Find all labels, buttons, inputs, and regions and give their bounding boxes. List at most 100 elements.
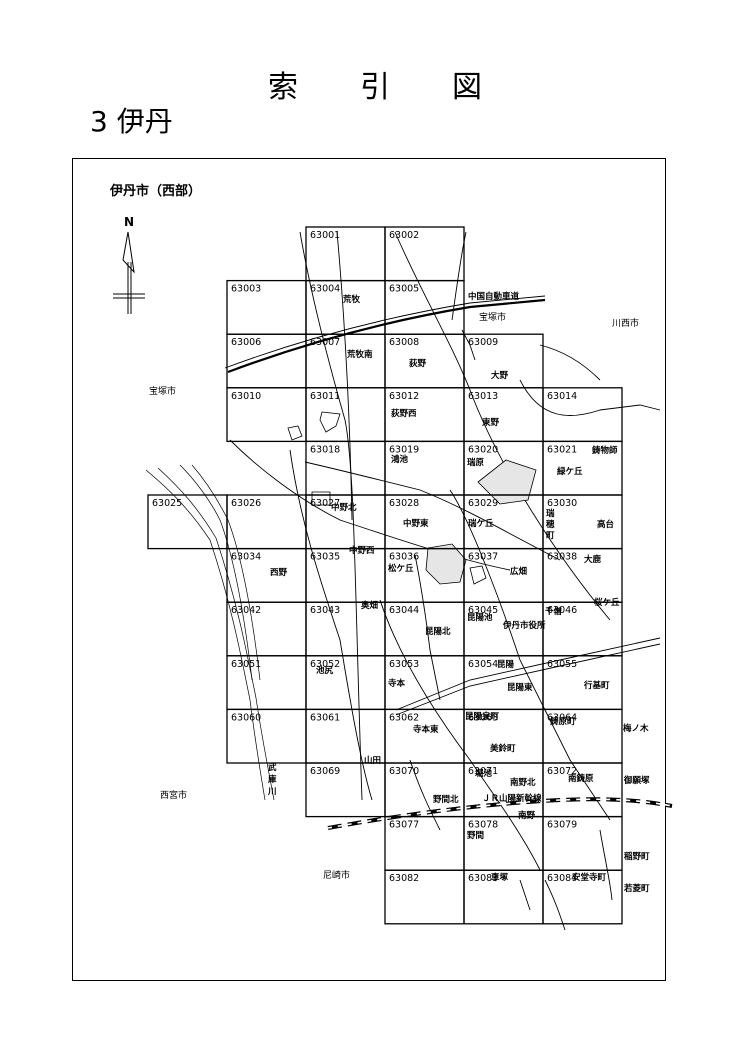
map-tile-code: 63044	[389, 605, 419, 616]
map-tile[interactable]: 63002	[384, 226, 465, 282]
place-label: 瑞ケ丘	[468, 518, 494, 529]
map-tile[interactable]: 63037	[463, 547, 544, 603]
map-tile[interactable]: 63001	[305, 226, 386, 282]
map-tile-code: 63045	[468, 605, 498, 616]
map-tile[interactable]: 63034	[226, 547, 307, 603]
map-tile[interactable]: 63078	[463, 815, 544, 871]
map-tile-code: 63008	[389, 337, 419, 348]
place-label: 高台	[597, 519, 615, 530]
map-tile[interactable]: 63052	[305, 655, 386, 711]
map-tile-code: 63030	[547, 498, 577, 509]
map-tile-code: 63003	[231, 284, 261, 295]
place-label: 伊丹市役所	[502, 620, 546, 631]
map-tile[interactable]: 63019	[384, 440, 465, 496]
place-label: 寺本東	[413, 724, 439, 735]
map-tile-code: 63007	[310, 337, 340, 348]
map-tile[interactable]: 63006	[226, 333, 307, 389]
map-tile[interactable]: 63062	[384, 708, 465, 764]
map-tile[interactable]: 63013	[463, 387, 544, 443]
place-label: 南野北	[510, 777, 536, 788]
map-tile[interactable]: 63082	[384, 869, 465, 925]
place-label: 昆陽泉町	[465, 711, 500, 722]
map-tile-code: 63006	[231, 337, 261, 348]
map-tile-code: 63012	[389, 391, 419, 402]
place-label: 荻野	[409, 358, 427, 369]
place-label: 庫	[268, 774, 277, 785]
map-tile-code: 63028	[389, 498, 419, 509]
place-label: 東野	[482, 417, 500, 428]
map-tile-code: 63079	[547, 820, 577, 831]
place-label: 昆陽	[497, 659, 515, 670]
map-tile[interactable]: 63035	[305, 547, 386, 603]
map-tile-code: 63037	[468, 552, 498, 563]
map-tile-code: 63069	[310, 766, 340, 777]
city-label: 西宮市	[160, 789, 187, 801]
map-tile[interactable]: 63011	[305, 387, 386, 443]
map-tile-code: 63072	[547, 766, 577, 777]
north-label: N	[124, 215, 134, 229]
map-tile[interactable]: 63060	[226, 708, 307, 764]
place-label: 緑ケ丘	[557, 466, 583, 477]
place-label: 松ケ丘	[388, 563, 414, 574]
map-tile[interactable]: 63026	[226, 494, 307, 550]
map-tile-code: 63009	[468, 337, 498, 348]
map-tile-code: 63061	[310, 712, 340, 723]
map-tile-code: 63063	[468, 712, 498, 723]
map-tile-code: 63077	[389, 820, 419, 831]
map-tile-code: 63052	[310, 659, 340, 670]
map-tile[interactable]: 63005	[384, 279, 465, 335]
map-ponds	[287, 411, 537, 585]
map-tile[interactable]: 63051	[226, 655, 307, 711]
place-label: 池尻	[316, 665, 334, 676]
map-tile-code: 63038	[547, 552, 577, 563]
map-roads	[224, 231, 661, 931]
place-label: 広畑	[510, 566, 528, 577]
map-tile-code: 63029	[468, 498, 498, 509]
map-tile-code: 63025	[152, 498, 182, 509]
place-label: 千僧	[545, 606, 562, 617]
place-label: ＪＲ山陽新幹線	[482, 793, 542, 804]
map-tile-code: 63078	[468, 820, 498, 831]
place-label: 町	[546, 531, 555, 541]
map-tile[interactable]: 63069	[305, 762, 386, 818]
place-label: 若菱町	[623, 883, 650, 894]
place-label: 野間北	[433, 794, 459, 805]
map-tile-code: 63019	[389, 444, 419, 455]
place-label: 荒牧南	[346, 349, 373, 360]
map-frame	[72, 158, 666, 981]
place-label: 昆陽東	[507, 682, 533, 693]
place-label: 西野	[270, 568, 288, 578]
map-tile[interactable]: 63003	[226, 279, 307, 335]
place-label: 山田	[364, 755, 381, 766]
map-tile-code: 63013	[468, 391, 498, 402]
map-tile[interactable]: 63018	[305, 440, 386, 496]
map-tile[interactable]: 63061	[305, 708, 386, 764]
map-tile-code: 63042	[231, 605, 261, 616]
place-label: 中野西	[349, 545, 375, 556]
map-tile-code: 63014	[547, 391, 577, 402]
map-area-label: 伊丹市（西部）	[110, 184, 202, 199]
map-tile[interactable]: 63077	[384, 815, 465, 871]
map-tile[interactable]: 63079	[542, 815, 623, 871]
map-tile-code: 63043	[310, 605, 340, 616]
north-arrow-icon: N	[113, 215, 145, 314]
map-tile[interactable]: 63038	[542, 547, 623, 603]
place-labels: 荒牧荒牧南荻野大野荻野西東野鴻池瑞原鋳物師緑ケ丘中野北中野東瑞ケ丘瑞穂町高台西野…	[267, 291, 650, 894]
place-label: 穂	[546, 519, 555, 530]
map-tile-code: 63021	[547, 444, 577, 455]
place-label: 瑞原	[467, 457, 485, 468]
place-label: 鋳原町	[550, 716, 576, 727]
map-tile-code: 63064	[547, 712, 577, 723]
place-label: 荒牧	[342, 294, 361, 305]
map-tile[interactable]: 63084	[542, 869, 623, 925]
map-tile[interactable]: 63072	[542, 762, 623, 818]
shinkansen-line	[327, 797, 673, 830]
map-tile[interactable]: 63025	[147, 494, 228, 550]
map-tile-code: 63062	[389, 712, 419, 723]
map-tile-code: 63082	[389, 873, 419, 884]
map-tile-code: 63011	[310, 391, 340, 402]
map-tile[interactable]: 63055	[542, 655, 623, 711]
map-tile[interactable]: 63010	[226, 387, 307, 443]
